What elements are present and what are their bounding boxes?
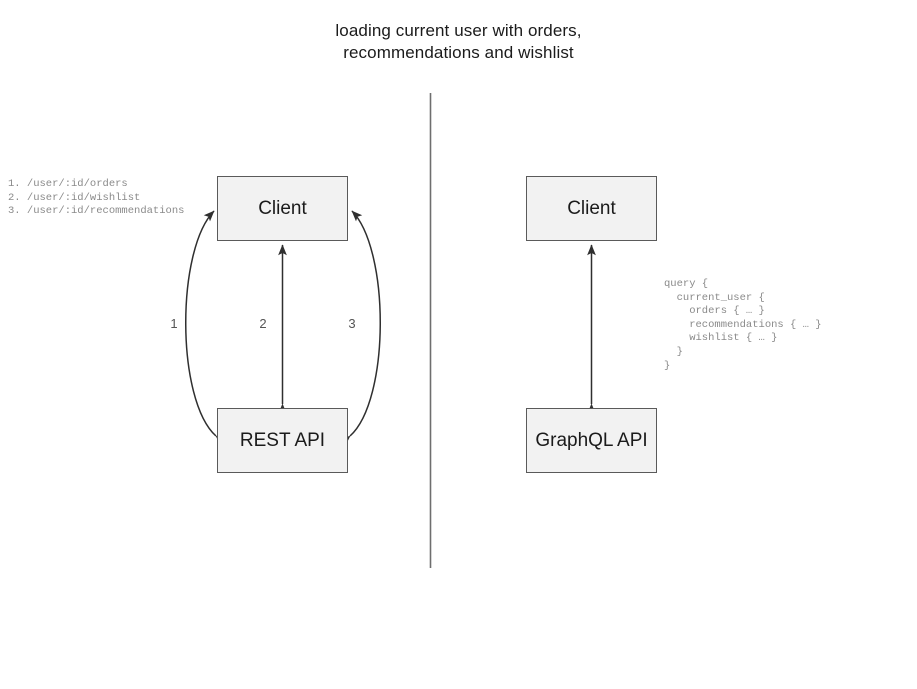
- node-graphql-api[interactable]: GraphQL API: [526, 408, 657, 473]
- rest-endpoints-annotation: 1. /user/:id/orders 2. /user/:id/wishlis…: [8, 178, 185, 218]
- node-rest-api[interactable]: REST API: [217, 408, 348, 473]
- node-client-rest[interactable]: Client: [217, 176, 348, 241]
- edge-label-1: 1: [170, 316, 178, 331]
- page-title: loading current user with orders, recomm…: [335, 21, 582, 62]
- node-client-graphql[interactable]: Client: [526, 176, 657, 241]
- edge-label-3: 3: [348, 316, 356, 331]
- graphql-query-annotation: query { current_user { orders { … } reco…: [664, 278, 822, 372]
- edge-1-curve: [185, 210, 227, 447]
- edge-3-curve: [339, 210, 381, 447]
- edge-label-2: 2: [259, 316, 267, 331]
